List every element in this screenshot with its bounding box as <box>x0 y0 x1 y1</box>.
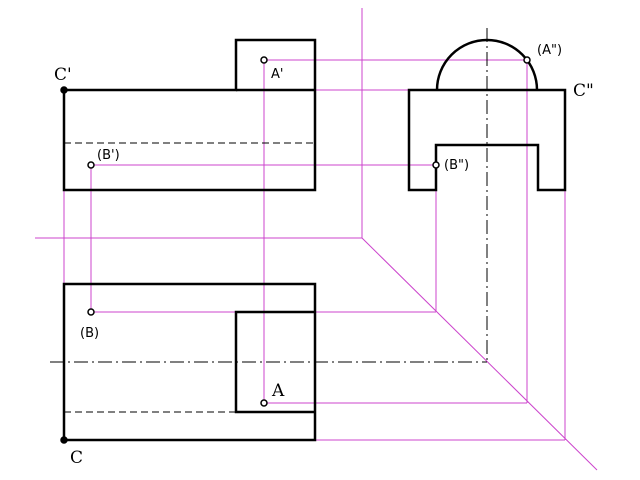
point-a <box>260 399 268 407</box>
miter-line <box>361 237 598 471</box>
side-view-semicircle <box>435 38 539 91</box>
center-lines <box>50 28 488 363</box>
front-view-outline <box>62 38 317 192</box>
point-b-double-prime <box>432 161 440 169</box>
point-c <box>60 436 68 444</box>
point-b-prime <box>87 161 95 169</box>
label-a: A <box>271 381 285 401</box>
label-c-prime: C' <box>54 65 72 85</box>
top-view-inner-outline <box>234 310 315 414</box>
visible-outlines <box>62 38 567 442</box>
point-a-double-prime <box>523 56 531 64</box>
label-a-prime: A' <box>271 67 283 82</box>
label-c: C <box>70 448 83 468</box>
top-view-outer-outline <box>62 282 317 442</box>
point-b <box>87 308 95 316</box>
label-b-double-prime: (B") <box>444 158 469 173</box>
point-labels: C' A' (A") C" (B') (B") (B) A C <box>54 43 594 468</box>
point-c-prime <box>60 86 68 94</box>
points <box>60 56 531 444</box>
point-a-prime <box>260 56 268 64</box>
label-b-prime: (B') <box>97 148 120 163</box>
label-a-double-prime: (A") <box>537 43 562 58</box>
label-c-double-prime: C" <box>573 81 594 101</box>
label-b: (B) <box>80 326 99 341</box>
side-view-outline <box>407 88 567 192</box>
hidden-lines <box>64 142 315 413</box>
